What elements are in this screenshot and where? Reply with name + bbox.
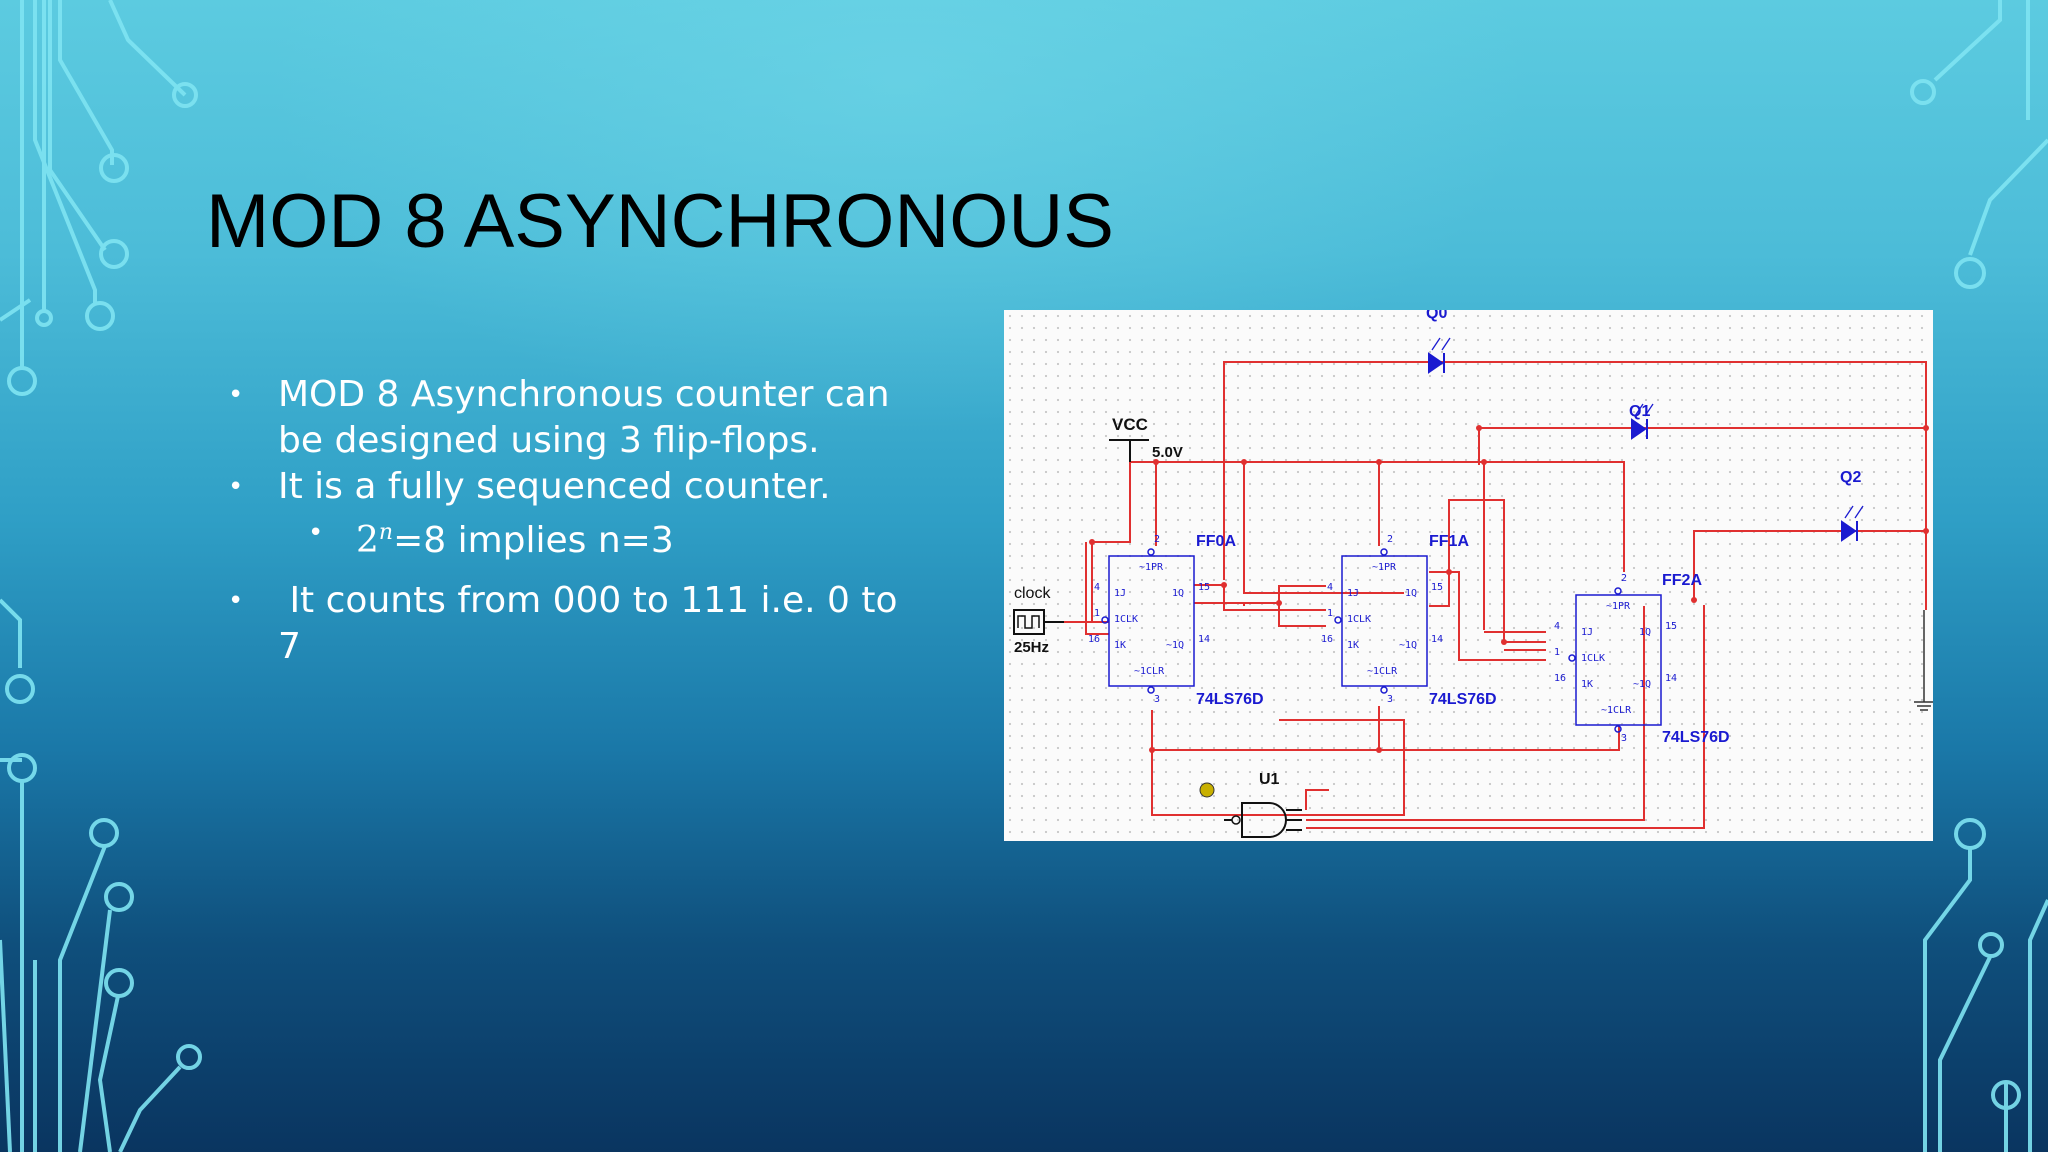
pin-label: ~1PR (1372, 562, 1397, 573)
pin-label: 1J (1114, 588, 1126, 599)
pin-number: 3 (1154, 694, 1160, 705)
pin-label: 1CLK (1347, 614, 1371, 625)
ff2-name: FF2A (1662, 572, 1702, 589)
pin-number: 15 (1198, 582, 1210, 593)
pin-label: 1K (1347, 640, 1359, 651)
pin-number: 16 (1321, 634, 1333, 645)
pin-label: 1Q (1639, 627, 1651, 638)
pin-label: ~1Q (1166, 640, 1184, 651)
bullet-line: MOD 8 Asynchronous counter can (278, 374, 890, 415)
ff2-part: 74LS76D (1662, 729, 1730, 746)
led-label: Q1 (1629, 403, 1650, 420)
pin-number: 14 (1198, 634, 1210, 645)
bullet-dot: • (228, 472, 244, 502)
pin-number: 4 (1094, 582, 1100, 593)
vcc-value: 5.0V (1152, 444, 1183, 461)
pin-number: 3 (1621, 733, 1627, 744)
pin-label: ~1CLR (1367, 666, 1398, 677)
pin-label: ~1PR (1139, 562, 1164, 573)
bullet-line: be designed using 3 flip-flops. (278, 420, 820, 461)
pin-label: 1K (1581, 679, 1593, 690)
sub-bullet-item: • 2n=8 implies n=3 (220, 510, 960, 564)
led-q0-icon (1428, 352, 1444, 374)
bullet-line: =8 implies n=3 (393, 520, 674, 561)
bullet-dot: • (228, 380, 244, 410)
ff1-part: 74LS76D (1429, 691, 1497, 708)
pin-label: 1K (1114, 640, 1126, 651)
pin-number: 4 (1554, 621, 1560, 632)
led-label: Q2 (1840, 469, 1861, 486)
bullet-item: • It counts from 000 to 111 i.e. 0 to 7 (220, 578, 960, 670)
pin-number: 16 (1554, 673, 1566, 684)
bullet-line: It is a fully sequenced counter. (278, 466, 831, 507)
pin-label: 1J (1581, 627, 1593, 638)
bullet-list: • MOD 8 Asynchronous counter can be desi… (220, 372, 960, 670)
math-base: 2 (356, 520, 379, 561)
probe-icon (1199, 782, 1215, 798)
pin-number: 3 (1387, 694, 1393, 705)
led-q1-icon (1631, 418, 1647, 440)
circuit-schematic: ~1PR 1J 1CLK 1K 1Q ~1Q ~1CLR 2 4 1 16 15… (1004, 310, 1933, 841)
bullet-item: • MOD 8 Asynchronous counter can be desi… (220, 372, 960, 464)
pin-number: 14 (1431, 634, 1443, 645)
bullet-line: It counts from 000 to 111 i.e. 0 to (278, 580, 898, 621)
pin-number: 2 (1154, 534, 1160, 545)
pin-number: 14 (1665, 673, 1677, 684)
pin-label: ~1PR (1606, 601, 1631, 612)
pin-label: ~1CLR (1134, 666, 1165, 677)
pin-number: 15 (1665, 621, 1677, 632)
pin-label: ~1Q (1633, 679, 1651, 690)
vcc-label: VCC (1112, 415, 1148, 434)
pin-number: 1 (1327, 608, 1333, 619)
ff1-name: FF1A (1429, 533, 1469, 550)
math-exponent: n (378, 520, 394, 545)
pin-number: 2 (1621, 573, 1627, 584)
nand-gate-icon (1241, 802, 1287, 838)
bullet-dot: • (228, 586, 244, 616)
schematic-drawing: ~1PR 1J 1CLK 1K 1Q ~1Q ~1CLR 2 4 1 16 15… (1013, 310, 1933, 838)
slide-title: MOD 8 ASYNCHRONOUS (206, 179, 1114, 264)
pin-number: 1 (1554, 647, 1560, 658)
pin-label: 1J (1347, 588, 1359, 599)
clock-label: clock (1014, 585, 1051, 602)
clock-frequency: 25Hz (1014, 639, 1049, 656)
ff0-part: 74LS76D (1196, 691, 1264, 708)
ground-icon (1914, 701, 1933, 711)
bullet-line: 7 (278, 626, 301, 667)
pin-label: 1Q (1405, 588, 1417, 599)
pin-label: 1Q (1172, 588, 1184, 599)
led-q2-icon (1841, 520, 1857, 542)
pin-label: 1CLK (1581, 653, 1605, 664)
gate-label: U1 (1259, 771, 1280, 788)
pin-label: 1CLK (1114, 614, 1138, 625)
pin-number: 15 (1431, 582, 1443, 593)
pin-number: 2 (1387, 534, 1393, 545)
pin-number: 16 (1088, 634, 1100, 645)
pin-number: 1 (1094, 608, 1100, 619)
bullet-item: • It is a fully sequenced counter. (220, 464, 960, 510)
pin-label: ~1CLR (1601, 705, 1632, 716)
bullet-dot: • (308, 518, 324, 548)
led-label: Q0 (1426, 310, 1447, 322)
pin-label: ~1Q (1399, 640, 1417, 651)
pin-number: 4 (1327, 582, 1333, 593)
ff0-name: FF0A (1196, 533, 1236, 550)
